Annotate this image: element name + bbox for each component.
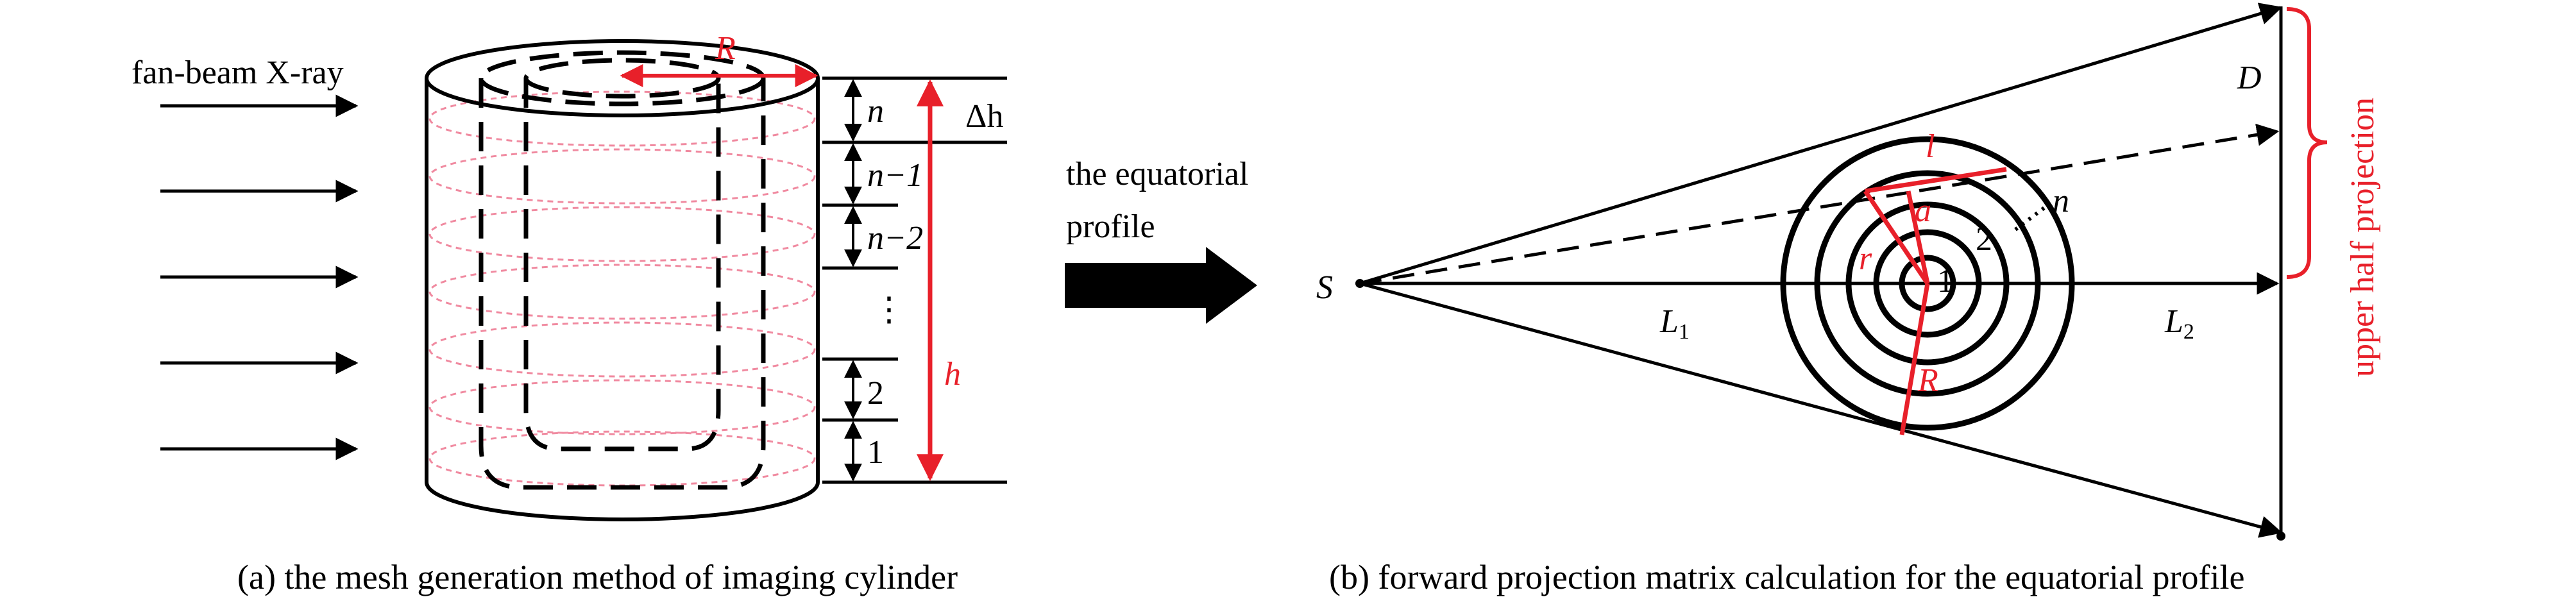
ring-label-2: 2 [1976,221,1992,258]
slice-ring [428,430,816,487]
r-label: r [1859,240,1872,277]
ring-outer [1780,136,2075,431]
dashed-ray [1359,123,2280,285]
detector-label: D [2237,60,2262,96]
l1-label: L1 [1659,303,1690,344]
inner-cylinders [479,50,766,490]
detector-end [2276,532,2285,541]
transition-arrow [1065,247,1257,324]
slice-ring [428,379,816,435]
transition: the equatorial profile [1065,156,1257,324]
ring-label-1: 1 [1937,263,1954,299]
l-label: l [1926,128,1935,165]
xray-arrows [160,94,359,460]
upper-half-brace [2286,7,2328,279]
slice-label-n-minus-1: n−1 [867,157,923,194]
slice-ring [428,90,816,147]
caption-a: (a) the mesh generation method of imagin… [237,558,958,596]
slice-label-1: 1 [867,434,884,471]
a-segment [1906,190,1930,284]
r-segment [1863,190,1929,285]
slice-ring [428,148,816,205]
slice-ring [428,321,816,378]
concentric-rings [1780,136,2075,431]
l-segment [1865,167,2007,194]
upper-half-label: upper half projection [2344,97,2381,377]
height-label: h [944,356,961,392]
slice-ticks [822,76,1007,484]
ring-label-n: n [2053,183,2069,219]
slice-label-2: 2 [867,375,884,412]
slice-label-ellipsis: ⋮ [872,292,906,328]
xray-label: fan-beam X-ray [131,55,344,91]
transition-label-line1: the equatorial [1066,156,1248,192]
panel-a: fan-beam X-ray [131,30,1007,596]
slice-ring [428,206,816,262]
caption-b: (b) forward projection matrix calculatio… [1329,558,2244,596]
transition-label-line2: profile [1066,208,1155,245]
slice-label-n: n [867,93,884,130]
ring-inner [1899,255,1956,312]
l2-label: L2 [2164,303,2194,344]
slice-ring [428,264,816,320]
ring [1873,229,1982,338]
big-r-segment [1899,283,1930,435]
panel-b: S D L1 L2 1 2 n r a l R upper half proje… [1316,3,2381,596]
dotted-indicator [2014,202,2051,231]
slice-rings [428,90,816,487]
big-r-label: R [1917,362,1938,399]
red-geometry [1863,167,2007,435]
source-point [1355,279,1364,288]
slice-label-n-minus-2: n−2 [867,220,923,257]
ring [1845,201,2010,366]
delta-h-label: Δh [965,98,1003,135]
source-label: S [1316,269,1333,306]
radius-label: R [715,30,736,67]
a-label: a [1915,192,1931,229]
ring [1814,170,2041,397]
